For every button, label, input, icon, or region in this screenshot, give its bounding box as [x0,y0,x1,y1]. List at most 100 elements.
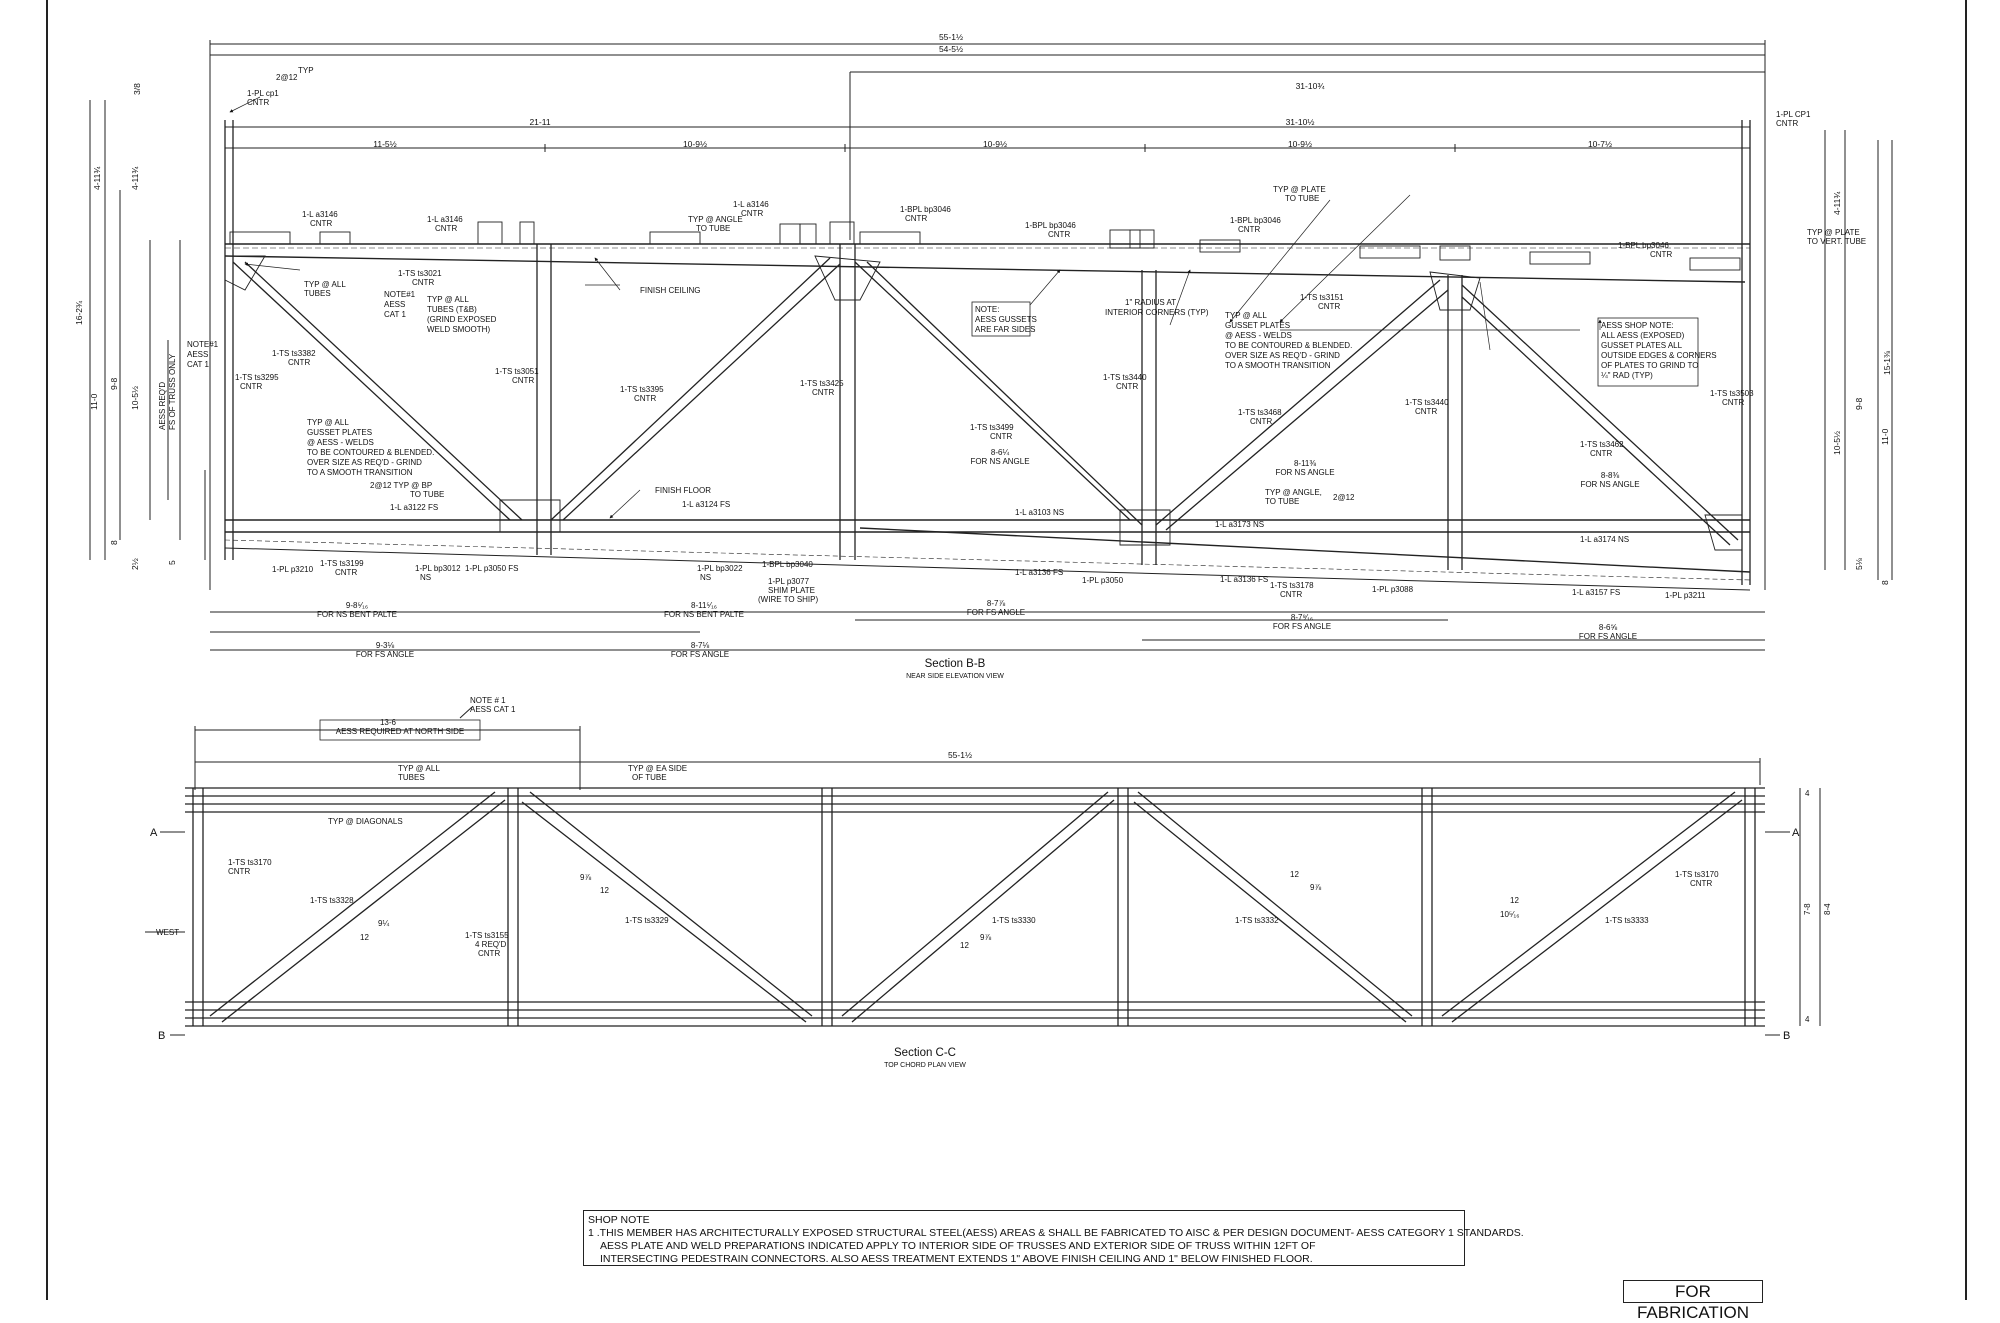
diag-mark: 9⅞ [980,933,991,942]
left-dim: 2½ [130,558,140,570]
right-dim-cc: 4 [1805,789,1810,798]
weld-note: 2@12 TYP @ BP [370,481,432,490]
member-label: 1-L a3173 NS [1215,520,1264,529]
member-label: CNTR [1250,417,1272,426]
right-dim: 4-11¾ [1832,191,1842,215]
weld-note-cc: TYP @ DIAGONALS [328,817,403,826]
member-label: CNTR [1650,250,1672,259]
member-label: 1-TS ts3503 [1710,389,1754,398]
weld-note: TYP @ PLATE [1807,228,1860,237]
bottom-dim: FOR NS ANGLE [1275,468,1334,477]
member-label: CNTR [741,209,763,218]
section-marker: B [1783,1030,1790,1042]
aess-shop-note: GUSSET PLATES ALL [1601,341,1683,350]
member-label: CNTR [1116,382,1138,391]
bottom-dim: FOR NS ANGLE [1580,480,1639,489]
member-label: 1-L a3157 FS [1572,588,1620,597]
member-label: CNTR [1590,449,1612,458]
member-label-cc: 1-TS ts3329 [625,916,669,925]
shop-note-line: 1 .THIS MEMBER HAS ARCHITECTURALLY EXPOS… [588,1227,1524,1239]
sheet-border-right [1965,0,1967,1300]
member-label-cc: 1-TS ts3170 [228,858,272,867]
finish-ceiling-note: FINISH CEILING [640,286,700,295]
member-label: 1-PL p3050 [1082,576,1124,585]
west-label: WEST [156,928,179,937]
weld-note-cc: TYP @ EA SIDE [628,764,687,773]
member-label: CNTR [412,278,434,287]
member-label: CNTR [310,219,332,228]
diag-mark: 9⅞ [1310,883,1321,892]
gusset-note-left: TO BE CONTOURED & BLENDED. [307,448,434,457]
gusset-note-left: OVER SIZE AS REQ'D - GRIND [307,458,422,467]
member-label: 1-TS ts3440 [1103,373,1147,382]
tubes-note: WELD SMOOTH) [427,325,490,334]
member-label: 1-TS ts3295 [235,373,279,382]
member-label: CNTR [335,568,357,577]
bottom-dim: 8-11⁵⁄₁₆ [691,601,717,610]
left-dim: 16-2¾ [74,300,84,325]
member-label: CNTR [288,358,310,367]
gusset-note-right: TO BE CONTOURED & BLENDED. [1225,341,1352,350]
section-cc-title: Section C-C [894,1047,956,1059]
dim-right-span: 31-10¾ [1296,81,1326,91]
aess-shop-note: ¼" RAD (TYP) [1601,371,1653,380]
note1-cc: NOTE # 1 [470,696,506,705]
diag-mark: 12 [360,933,369,942]
aess-req-note: AESS REQ'D [158,382,167,430]
member-label: 1-L a3136 FS [1220,575,1268,584]
member-label-cc: CNTR [1690,879,1712,888]
bottom-dim: FOR NS BENT PALTE [317,610,397,619]
aess-callout: AESS REQUIRED AT NORTH SIDE [336,727,464,736]
member-label: 1-PL bp3012 [415,564,461,573]
member-label: 1-BPL bp3040 [762,560,813,569]
gusset-note-left: @ AESS - WELDS [307,438,374,447]
member-label: 1-L a3146 [427,215,463,224]
member-label: 1-TS ts3051 [495,367,539,376]
member-label: 1-L a3146 [733,200,769,209]
member-label: 1-PL p3210 [272,565,314,574]
left-dim: 5 [167,560,177,565]
diag-mark: 12 [960,941,969,950]
bottom-dim: 8-11⅜ [1294,459,1316,468]
member-label: CNTR [247,98,269,107]
member-label: CNTR [1318,302,1340,311]
member-label: NS [420,573,431,582]
bottom-dim: 8-8⅜ [1601,471,1620,480]
member-label: 1-L a3103 NS [1015,508,1064,517]
weld-note: TUBES [304,289,331,298]
bottom-dim: FOR NS ANGLE [970,457,1029,466]
weld-note: TYP @ ANGLE, [1265,488,1322,497]
gusset-note-left: TO A SMOOTH TRANSITION [307,468,413,477]
bottom-dim: FOR NS BENT PALTE [664,610,744,619]
radius-note: 1" RADIUS AT [1125,298,1176,307]
right-dim-cc: 8-4 [1823,903,1832,915]
weld-note-cc: TYP @ ALL [398,764,440,773]
left-dim: 11-0 [89,393,99,410]
bottom-dim: 8-7⅞ [987,599,1006,608]
right-dim: 11-0 [1880,428,1890,445]
sheet-border-left [46,0,48,1300]
member-label: CNTR [634,394,656,403]
member-label-cc: CNTR [478,949,500,958]
member-label-cc: 1-TS ts3155 [465,931,509,940]
weld-note: TYP @ PLATE [1273,185,1326,194]
member-label-cc: 1-TS ts3328 [310,896,354,905]
weld-note-cc: OF TUBE [632,773,667,782]
weld-note: 2@12 [1333,493,1355,502]
diag-mark: 9⅞ [580,873,591,882]
gusset-note-left: TYP @ ALL [307,418,349,427]
shop-note-box: SHOP NOTE 1 .THIS MEMBER HAS ARCHITECTUR… [583,1210,1524,1266]
dim-overall-top: 55-1½ [939,32,963,42]
gusset-note-right: @ AESS - WELDS [1225,331,1292,340]
right-dim: 5⅛ [1854,557,1864,570]
bottom-dim: FOR FS ANGLE [1579,632,1637,641]
member-label-cc: 1-TS ts3332 [1235,916,1279,925]
section-cc-subtitle: TOP CHORD PLAN VIEW [884,1062,966,1069]
gusset-note-right: OVER SIZE AS REQ'D - GRIND [1225,351,1340,360]
member-label: CNTR [512,376,534,385]
left-dim: 9-8 [109,377,119,390]
aess-req-note: FS OF TRUSS ONLY [168,353,177,430]
panel-dim: 10-9½ [1288,139,1312,149]
